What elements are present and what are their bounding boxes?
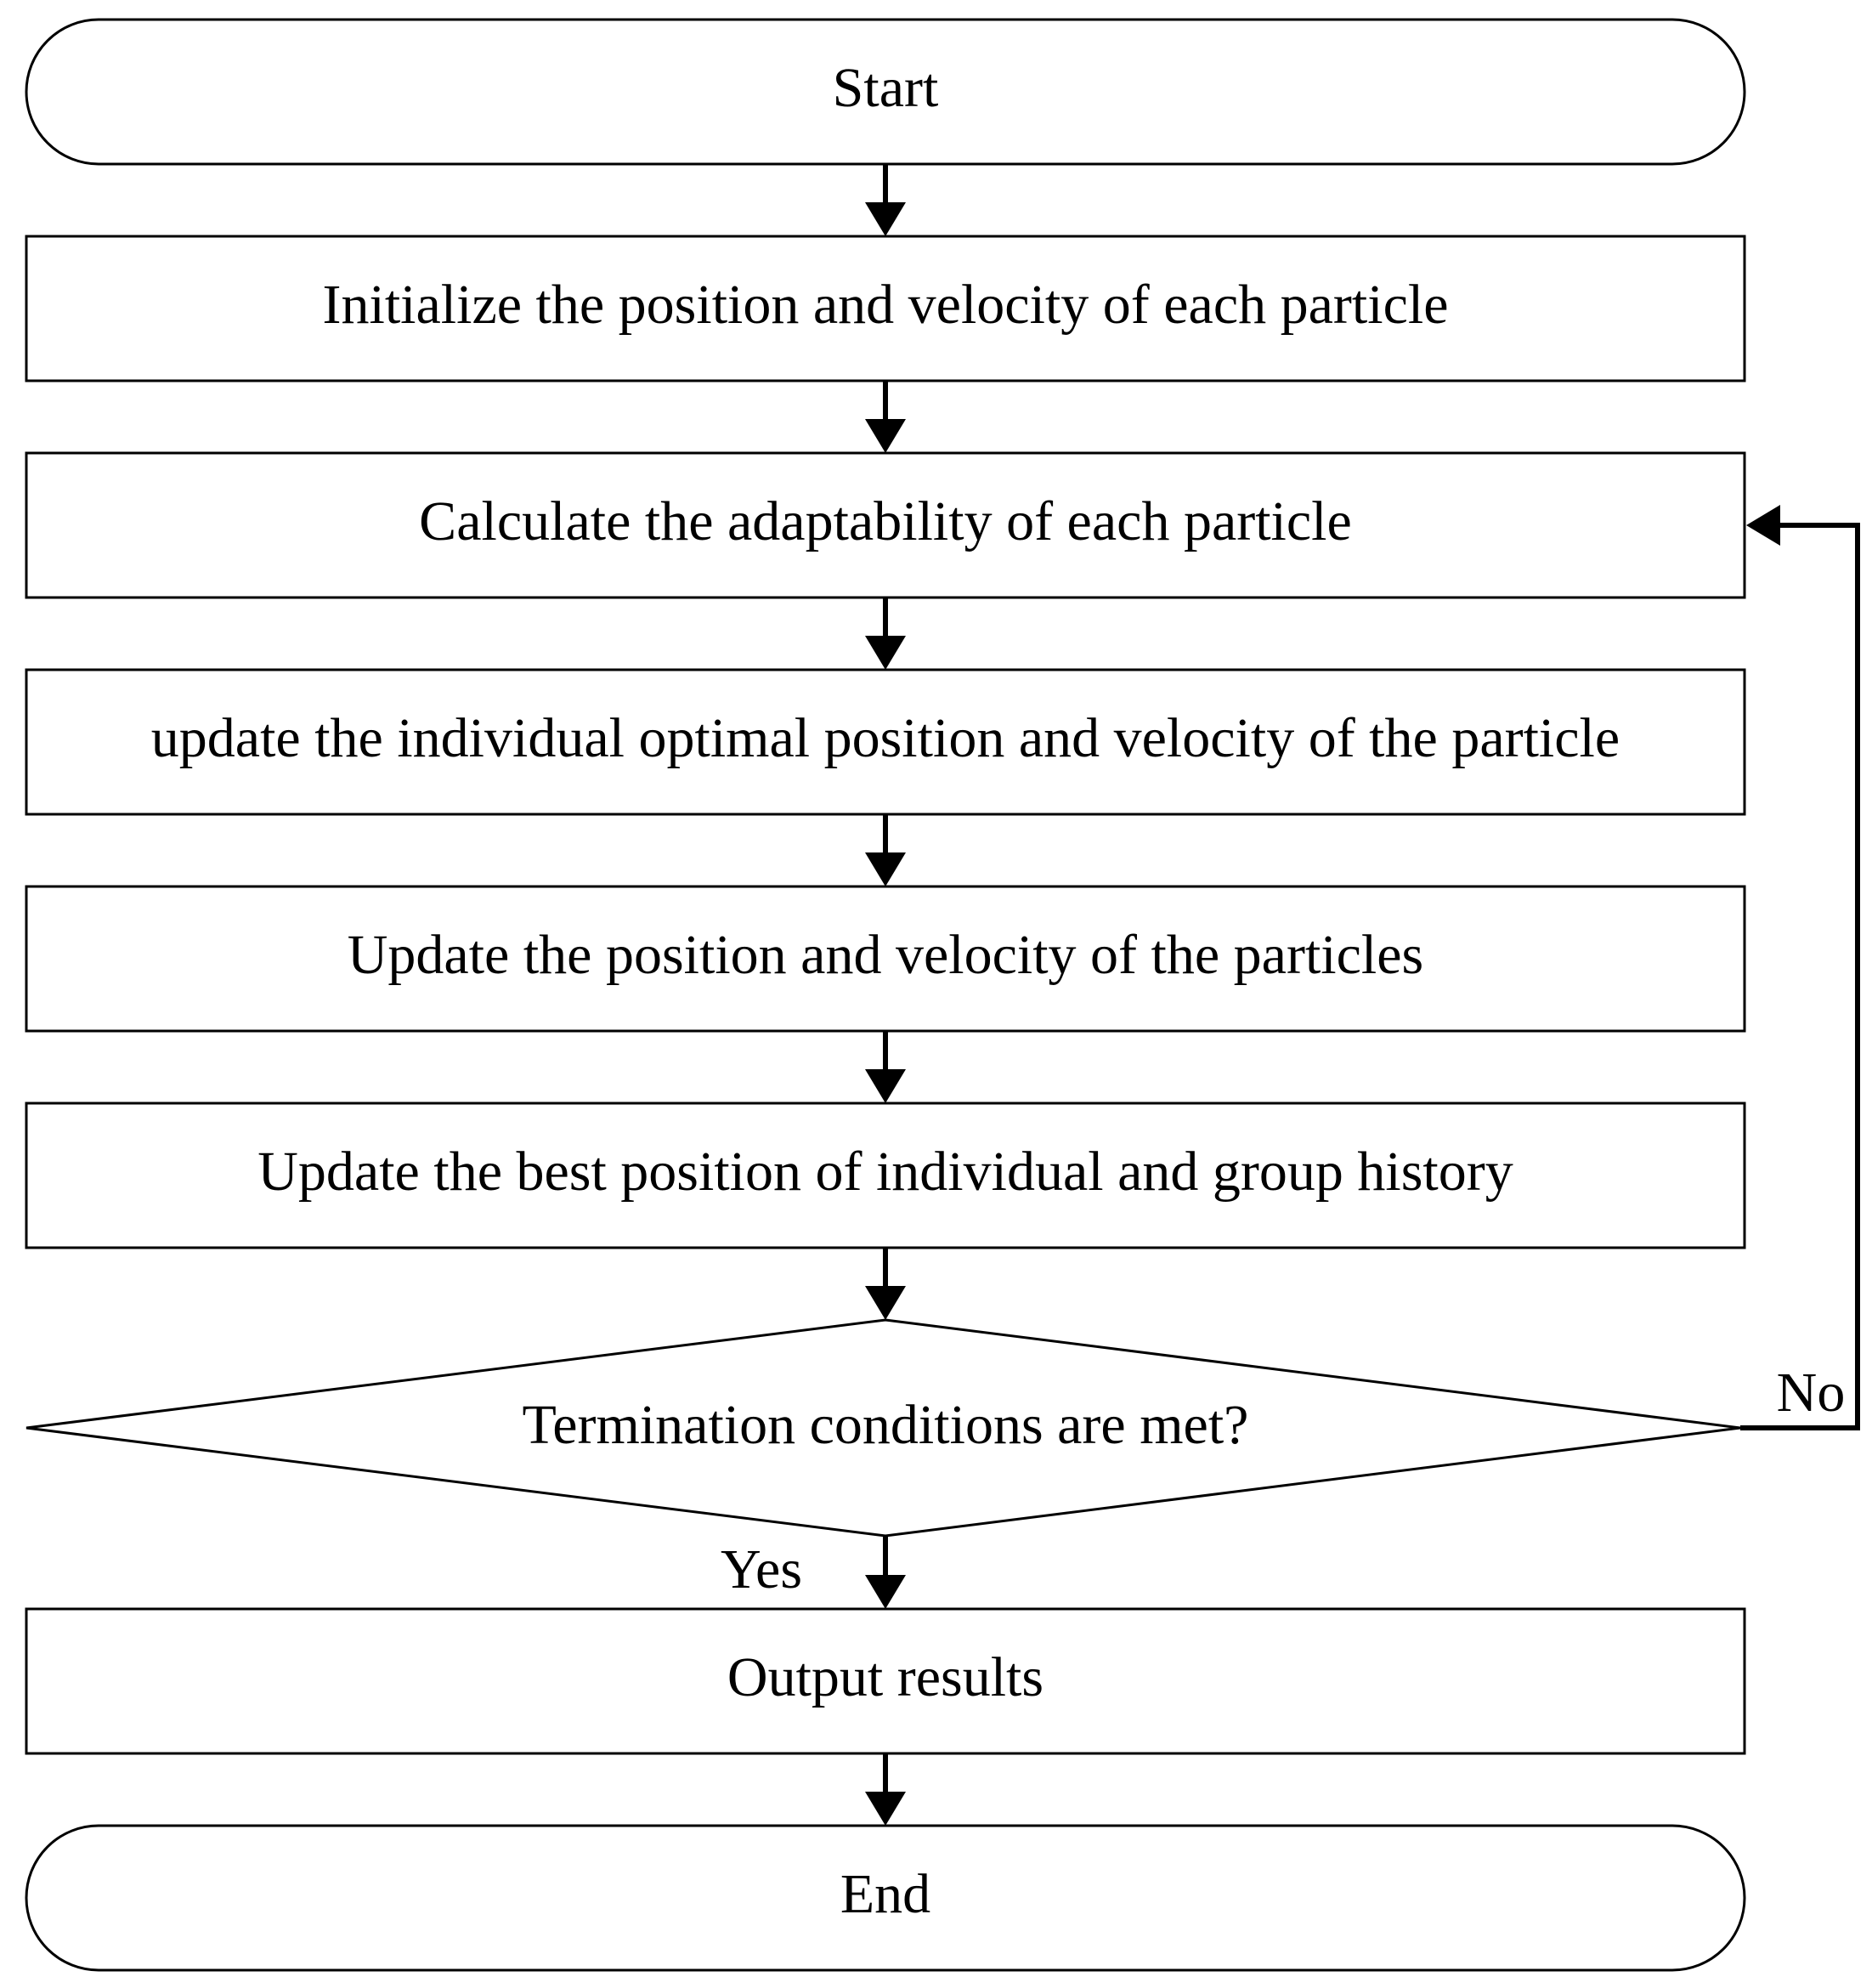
calc-process-node: Calculate the adaptability of each parti… [25, 451, 1746, 599]
no-edge-label: No [1777, 1362, 1846, 1424]
end-node: End [25, 1824, 1746, 1972]
update-individual-process-label: update the individual optimal position a… [151, 707, 1620, 769]
output-process-node: Output results [25, 1607, 1746, 1755]
update-individual-process-node: update the individual optimal position a… [25, 668, 1746, 816]
end-label: End [840, 1863, 930, 1925]
arrow-output-to-end [865, 1753, 906, 1826]
arrow-update-best-to-decision [865, 1248, 906, 1320]
update-particles-process-label: Update the position and velocity of the … [348, 924, 1423, 986]
termination-decision-label: Termination conditions are met? [523, 1394, 1249, 1456]
arrow-no-loop-to-calc [1740, 505, 1860, 1430]
update-best-process-node: Update the best position of individual a… [25, 1102, 1746, 1249]
yes-edge-label: Yes [721, 1538, 802, 1600]
arrow-calc-to-update-individual [865, 598, 906, 670]
output-process-label: Output results [727, 1646, 1043, 1708]
arrow-init-to-calc [865, 381, 906, 453]
update-best-process-label: Update the best position of individual a… [257, 1141, 1513, 1203]
arrow-update-individual-to-update-particles [865, 814, 906, 886]
arrow-yes-to-output [865, 1536, 906, 1609]
init-process-label: Initialize the position and velocity of … [323, 274, 1449, 336]
calc-process-label: Calculate the adaptability of each parti… [419, 490, 1352, 552]
start-label: Start [833, 57, 939, 119]
init-process-node: Initialize the position and velocity of … [25, 235, 1746, 382]
update-particles-process-node: Update the position and velocity of the … [25, 885, 1746, 1033]
termination-decision-node: Termination conditions are met? [25, 1318, 1741, 1538]
arrow-update-particles-to-update-best [865, 1031, 906, 1103]
start-node: Start [25, 18, 1746, 166]
arrow-start-to-init [865, 164, 906, 236]
